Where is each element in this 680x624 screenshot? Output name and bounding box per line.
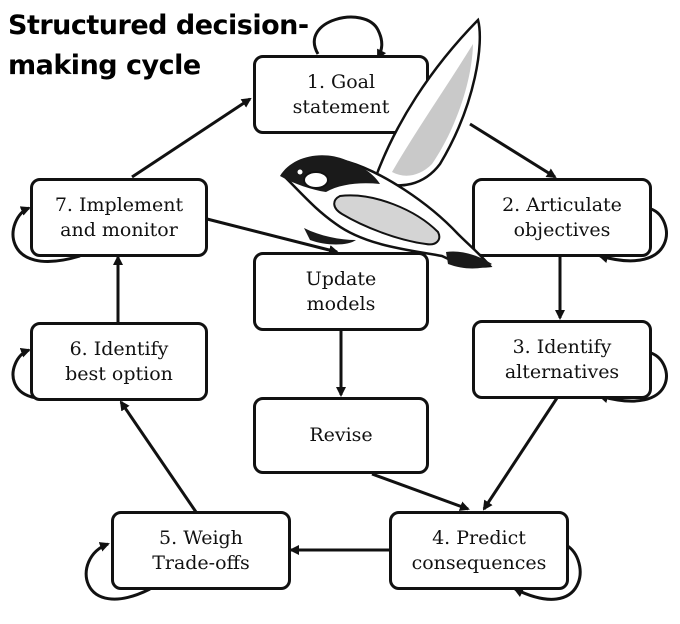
diagram-title: Structured decision- making cycle: [8, 10, 309, 81]
arrow-implement-to-update-models: [206, 217, 339, 255]
bird-tail: [446, 251, 492, 269]
self-loop-goal: [313, 15, 387, 60]
arrow-alternatives-to-consequences: [482, 397, 559, 511]
node-revise: Revise: [253, 397, 429, 474]
self-loop-consequences: [513, 543, 582, 601]
node-identify-best-option: 6. Identify best option: [30, 322, 208, 401]
bird-wing: [373, 17, 481, 187]
node-articulate-objectives: 2. Articulate objectives: [472, 178, 652, 257]
node-implement-and-monitor: 7. Implement and monitor: [30, 178, 208, 257]
bird-underwing: [333, 194, 441, 246]
arrow-tradeoffs-to-best-option: [119, 400, 198, 513]
self-loop-objectives: [598, 207, 668, 263]
bird-illustration: [280, 17, 493, 269]
node-weigh-tradeoffs: 5. Weigh Trade-offs: [111, 511, 291, 590]
self-loop-implement: [11, 206, 81, 263]
arrow-revise-to-consequences: [371, 472, 470, 511]
arrow-goal-to-objectives: [469, 122, 557, 179]
node-identify-alternatives: 3. Identify alternatives: [472, 320, 652, 399]
self-loop-tradeoffs: [84, 542, 151, 601]
node-goal-statement: 1. Goal statement: [253, 55, 429, 134]
node-predict-consequences: 4. Predict consequences: [389, 511, 569, 590]
node-update-models: Update models: [253, 252, 429, 331]
self-loop-alternatives: [598, 351, 668, 403]
arrow-implement-to-goal: [131, 97, 252, 179]
